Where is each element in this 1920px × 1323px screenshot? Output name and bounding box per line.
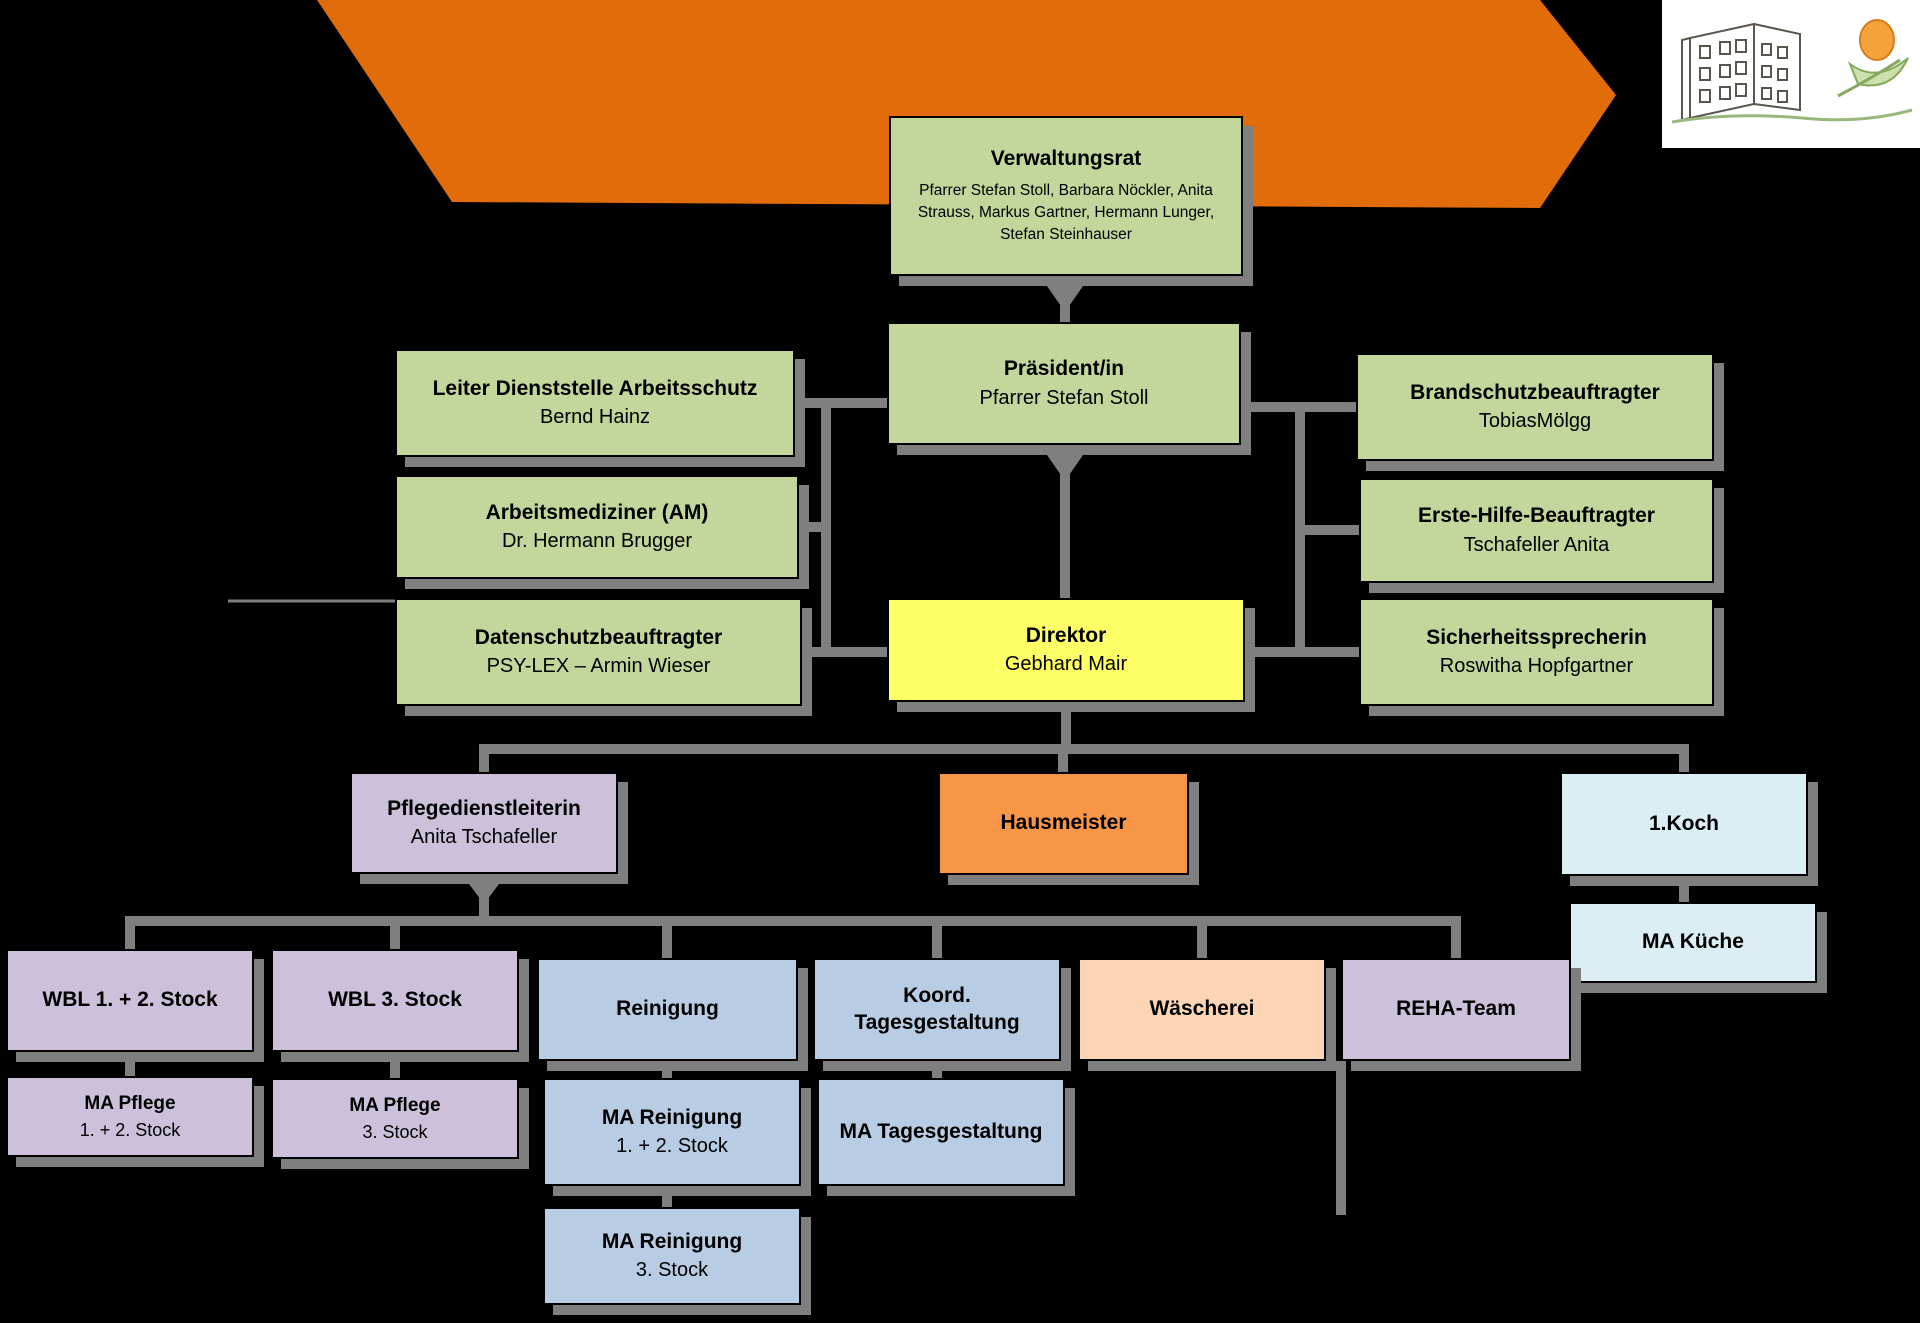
- node-ma-pflege-1-2: MA Pflege 1. + 2. Stock: [6, 1076, 254, 1157]
- node-title: MA Reinigung: [601, 1105, 743, 1129]
- node-subtitle: Bernd Hainz: [539, 406, 651, 429]
- node-leiter-arbeitsschutz: Leiter Dienststelle Arbeitsschutz Bernd …: [395, 349, 795, 457]
- node-ma-tagesgestaltung: MA Tagesgestaltung: [817, 1078, 1065, 1186]
- node-erste-hilfe: Erste-Hilfe-Beauftragter Tschafeller Ani…: [1359, 478, 1714, 583]
- node-title: Erste-Hilfe-Beauftragter: [1418, 504, 1655, 528]
- node-ma-reinigung-3: MA Reinigung 3. Stock: [543, 1207, 801, 1305]
- node-waescherei: Wäscherei: [1078, 958, 1326, 1061]
- node-subtitle: 1. + 2. Stock: [79, 1119, 181, 1140]
- node-title: REHA-Team: [1396, 997, 1516, 1021]
- node-hausmeister: Hausmeister: [938, 772, 1189, 875]
- node-reha-team: REHA-Team: [1341, 958, 1571, 1061]
- node-sicherheitssprecherin: Sicherheitssprecherin Roswitha Hopfgartn…: [1359, 598, 1714, 706]
- node-title: Pflegedienstleiterin: [387, 796, 581, 820]
- node-title: Datenschutzbeauftragter: [474, 625, 723, 649]
- node-subtitle: Pfarrer Stefan Stoll, Barbara Nöckler, A…: [917, 182, 1215, 244]
- node-title: Brandschutzbeauftragter: [1410, 380, 1660, 404]
- node-direktor: Direktor Gebhard Mair: [887, 598, 1245, 702]
- node-ma-reinigung-1-2: MA Reinigung 1. + 2. Stock: [543, 1078, 801, 1186]
- node-title: Leiter Dienststelle Arbeitsschutz: [432, 376, 758, 400]
- node-title: Verwaltungsrat: [990, 146, 1142, 170]
- node-praesident: Präsident/in Pfarrer Stefan Stoll: [887, 322, 1241, 445]
- node-title: Koord. Tagesgestaltung: [854, 984, 1020, 1034]
- node-arbeitsmediziner: Arbeitsmediziner (AM) Dr. Hermann Brugge…: [395, 475, 799, 579]
- node-brandschutz: Brandschutzbeauftragter TobiasMölgg: [1356, 353, 1714, 461]
- node-title: MA Reinigung: [601, 1229, 743, 1253]
- node-subtitle: TobiasMölgg: [1478, 410, 1592, 433]
- node-title: WBL 3. Stock: [328, 988, 462, 1012]
- node-title: MA Tagesgestaltung: [839, 1119, 1043, 1143]
- node-verwaltungsrat: Verwaltungsrat Pfarrer Stefan Stoll, Bar…: [889, 116, 1243, 276]
- node-title: Direktor: [1025, 623, 1107, 647]
- node-title: Reinigung: [616, 997, 719, 1021]
- node-wbl-1-2-stock: WBL 1. + 2. Stock: [6, 949, 254, 1052]
- node-reinigung: Reinigung: [537, 958, 798, 1061]
- node-subtitle: Dr. Hermann Brugger: [501, 530, 693, 553]
- node-koord-tagesgestaltung: Koord. Tagesgestaltung: [813, 958, 1061, 1061]
- node-wbl-3-stock: WBL 3. Stock: [271, 949, 519, 1052]
- node-title: MA Küche: [1642, 930, 1744, 954]
- node-subtitle: Tschafeller Anita: [1463, 533, 1610, 556]
- node-title: Sicherheitssprecherin: [1426, 625, 1647, 649]
- organization-logo: [1662, 0, 1920, 148]
- node-title: MA Pflege: [349, 1094, 441, 1116]
- node-subtitle: PSY-LEX – Armin Wieser: [486, 655, 711, 678]
- node-title: 1.Koch: [1648, 811, 1719, 835]
- node-subtitle: 3. Stock: [635, 1259, 709, 1282]
- node-subtitle: Roswitha Hopfgartner: [1439, 655, 1634, 678]
- node-title: Arbeitsmediziner (AM): [485, 500, 709, 524]
- node-subtitle: Gebhard Mair: [1004, 653, 1128, 676]
- node-title: Präsident/in: [1003, 357, 1125, 381]
- node-subtitle: Pfarrer Stefan Stoll: [979, 386, 1149, 409]
- title-banner-arrow: [317, 0, 1616, 208]
- node-pflegedienstleiterin: Pflegedienstleiterin Anita Tschafeller: [350, 772, 618, 874]
- node-title: Hausmeister: [1000, 811, 1127, 835]
- node-ma-kueche: MA Küche: [1569, 902, 1817, 983]
- node-datenschutz: Datenschutzbeauftragter PSY-LEX – Armin …: [395, 598, 802, 706]
- node-title: MA Pflege: [84, 1092, 176, 1114]
- node-ma-pflege-3: MA Pflege 3. Stock: [271, 1078, 519, 1159]
- node-subtitle: 3. Stock: [362, 1121, 428, 1142]
- node-subtitle: Anita Tschafeller: [410, 826, 558, 849]
- node-subtitle: 1. + 2. Stock: [616, 1135, 728, 1158]
- node-title: Wäscherei: [1149, 997, 1255, 1021]
- node-koch: 1.Koch: [1560, 772, 1808, 876]
- node-title: WBL 1. + 2. Stock: [42, 988, 218, 1012]
